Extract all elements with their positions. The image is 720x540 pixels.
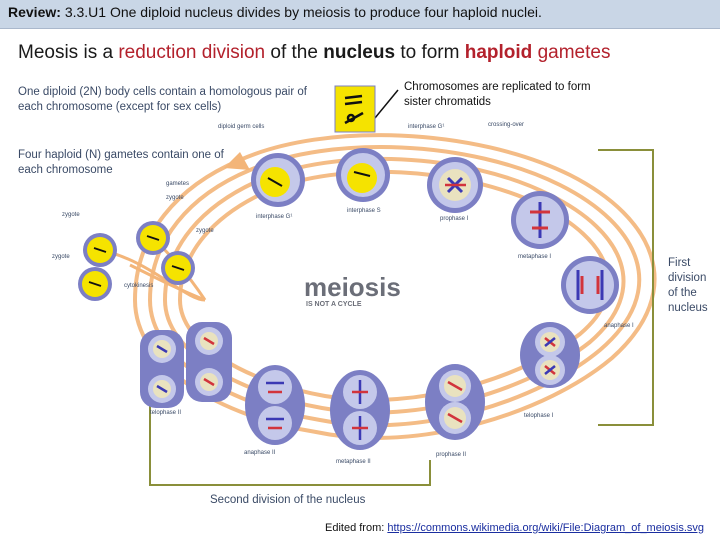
heading-reduction-division: reduction division: [118, 42, 266, 63]
label-prophase-2: prophase II: [436, 452, 466, 458]
heading-text: to form: [395, 42, 465, 63]
diagram-subtitle: IS NOT A CYCLE: [306, 301, 362, 308]
heading-haploid: haploid: [464, 42, 533, 63]
label-cytokinesis: cytokinesis: [124, 283, 153, 289]
heading-text: of the: [265, 42, 324, 63]
label-interphase-s: interphase S: [347, 208, 381, 214]
gamete-cells: [78, 221, 195, 301]
inset-chromosome-icon: [344, 94, 364, 125]
heading-gametes: gametes: [537, 42, 611, 63]
cell-telophase-2: [140, 322, 232, 408]
first-division-bracket: [598, 149, 654, 426]
note-haploid-gametes: Four haploid (N) gametes contain one of …: [18, 149, 224, 176]
meiosis-ring: [132, 133, 657, 440]
label-metaphase-2: metaphase II: [336, 459, 371, 465]
cell-anaphase-2: [245, 365, 305, 445]
label-gametes: gametes: [166, 181, 189, 187]
label-crossing-over: crossing-over: [488, 122, 524, 128]
cell-telophase-1: [520, 322, 580, 388]
cell-interphase-g1: [251, 153, 305, 207]
label-zygote-4: zygote: [52, 254, 70, 260]
note-replicated-chromatids: Chromosomes are replicated to form siste…: [404, 81, 591, 108]
heading-term: Meosis: [18, 42, 79, 63]
note-diploid-cells: One diploid (2N) body cells contain a ho…: [18, 86, 307, 113]
banner-prefix: Review:: [8, 4, 61, 20]
banner-text: 3.3.U1 One diploid nucleus divides by me…: [64, 4, 542, 20]
label-interphase-g1-top: interphase G¹: [408, 124, 444, 130]
slide-banner: Review: 3.3.U1 One diploid nucleus divid…: [0, 0, 720, 29]
cell-metaphase-1: [511, 191, 569, 249]
label-zygote-1: zygote: [166, 195, 184, 201]
diagram-title: meiosis: [304, 272, 401, 302]
heading-nucleus: nucleus: [323, 42, 396, 63]
label-anaphase-1: anaphase I: [604, 323, 634, 329]
label-metaphase-1: metaphase I: [518, 254, 551, 260]
label-first-division: First division of the nucleus: [668, 257, 708, 314]
chromosome-inset: [334, 85, 376, 133]
label-telophase-1: telophase I: [524, 413, 554, 419]
credit-line: Edited from: https://commons.wikimedia.o…: [325, 522, 704, 534]
pointer-line: [374, 89, 399, 119]
slide-heading: Meosis is a reduction division of the nu…: [18, 42, 610, 64]
second-division-bracket: [149, 375, 431, 486]
credit-link[interactable]: https://commons.wikimedia.org/wiki/File:…: [387, 522, 705, 534]
cell-metaphase-2: [330, 370, 390, 450]
label-interphase-g1: interphase G¹: [256, 214, 292, 220]
label-diploid-germ-cells: diploid germ cells: [218, 124, 264, 130]
label-anaphase-2: anaphase II: [244, 450, 276, 456]
cell-anaphase-1: [561, 256, 619, 314]
credit-prefix: Edited from:: [325, 522, 388, 534]
ring-arrowhead: [224, 152, 250, 170]
label-prophase-1: prophase I: [440, 216, 469, 222]
label-second-division: Second division of the nucleus: [210, 494, 366, 506]
cell-interphase-s: [336, 148, 390, 202]
cell-prophase-2: [425, 364, 485, 440]
label-zygote-2: zygote: [62, 212, 80, 218]
cell-prophase-1: [427, 157, 483, 213]
label-telophase-2: telophase II: [150, 410, 181, 416]
label-zygote-3: zygote: [196, 228, 214, 234]
heading-text: is a: [78, 42, 119, 63]
